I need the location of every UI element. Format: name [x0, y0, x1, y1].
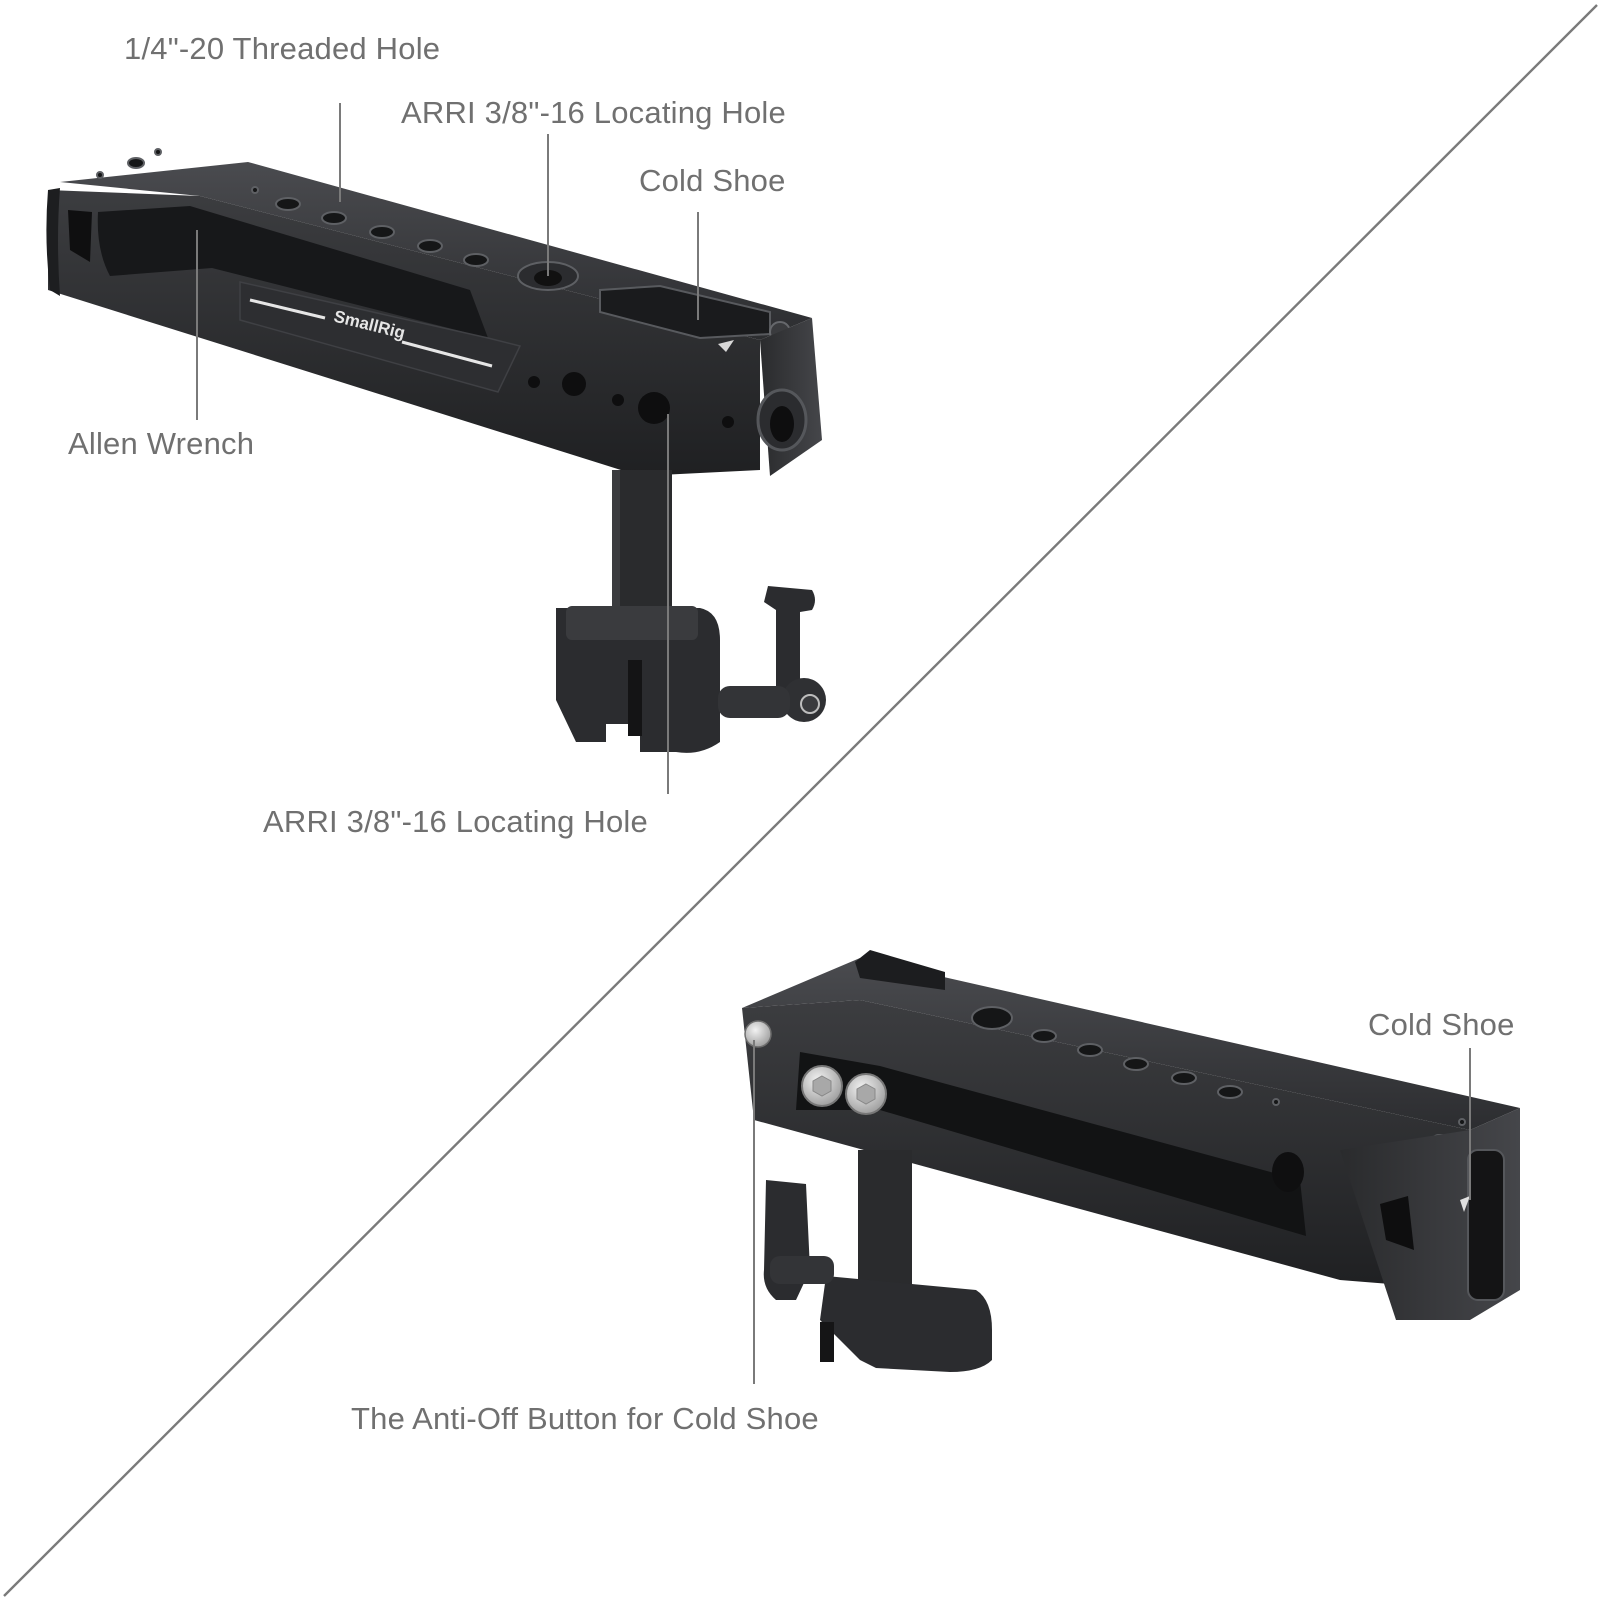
- bottom-handle-render: [742, 950, 1520, 1372]
- label-arri-locating-hole-bottom: ARRI 3/8"-16 Locating Hole: [263, 804, 648, 839]
- label-cold-shoe-top: Cold Shoe: [639, 163, 786, 198]
- diagonal-divider: [3, 4, 1598, 1597]
- top-handle-render: SmallRig: [46, 148, 826, 753]
- label-cold-shoe-bottom: Cold Shoe: [1368, 1007, 1515, 1042]
- label-arri-locating-hole-top: ARRI 3/8"-16 Locating Hole: [401, 95, 786, 130]
- label-threaded-hole: 1/4"-20 Threaded Hole: [124, 31, 441, 66]
- label-allen-wrench: Allen Wrench: [68, 426, 255, 461]
- label-anti-off-button: The Anti-Off Button for Cold Shoe: [351, 1401, 819, 1436]
